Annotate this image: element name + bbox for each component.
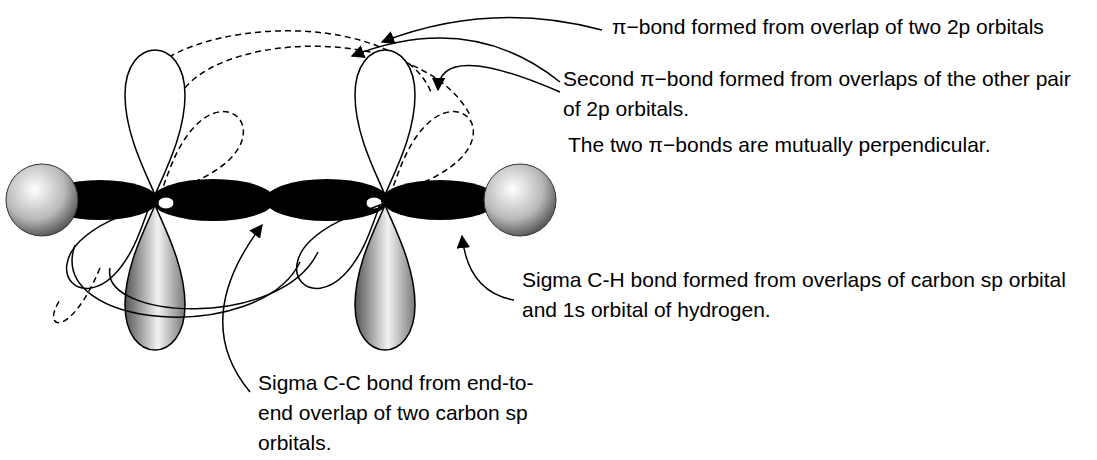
callout-label: π−bond formed from overlap of two 2p orb… xyxy=(612,12,1044,42)
callout-label: Sigma C-H bond formed from overlaps of c… xyxy=(522,265,1070,325)
callout-label: Sigma C-C bond from end-to-end overlap o… xyxy=(258,368,550,458)
top-p-lobes xyxy=(125,50,415,195)
sigma-lobes xyxy=(42,179,498,221)
hydrogen-1s xyxy=(6,164,556,236)
leader-arrows xyxy=(223,18,602,393)
callout-label: Second π−bond formed from overlaps of th… xyxy=(563,64,1093,124)
callout-label: The two π−bonds are mutually perpendicul… xyxy=(568,130,990,160)
